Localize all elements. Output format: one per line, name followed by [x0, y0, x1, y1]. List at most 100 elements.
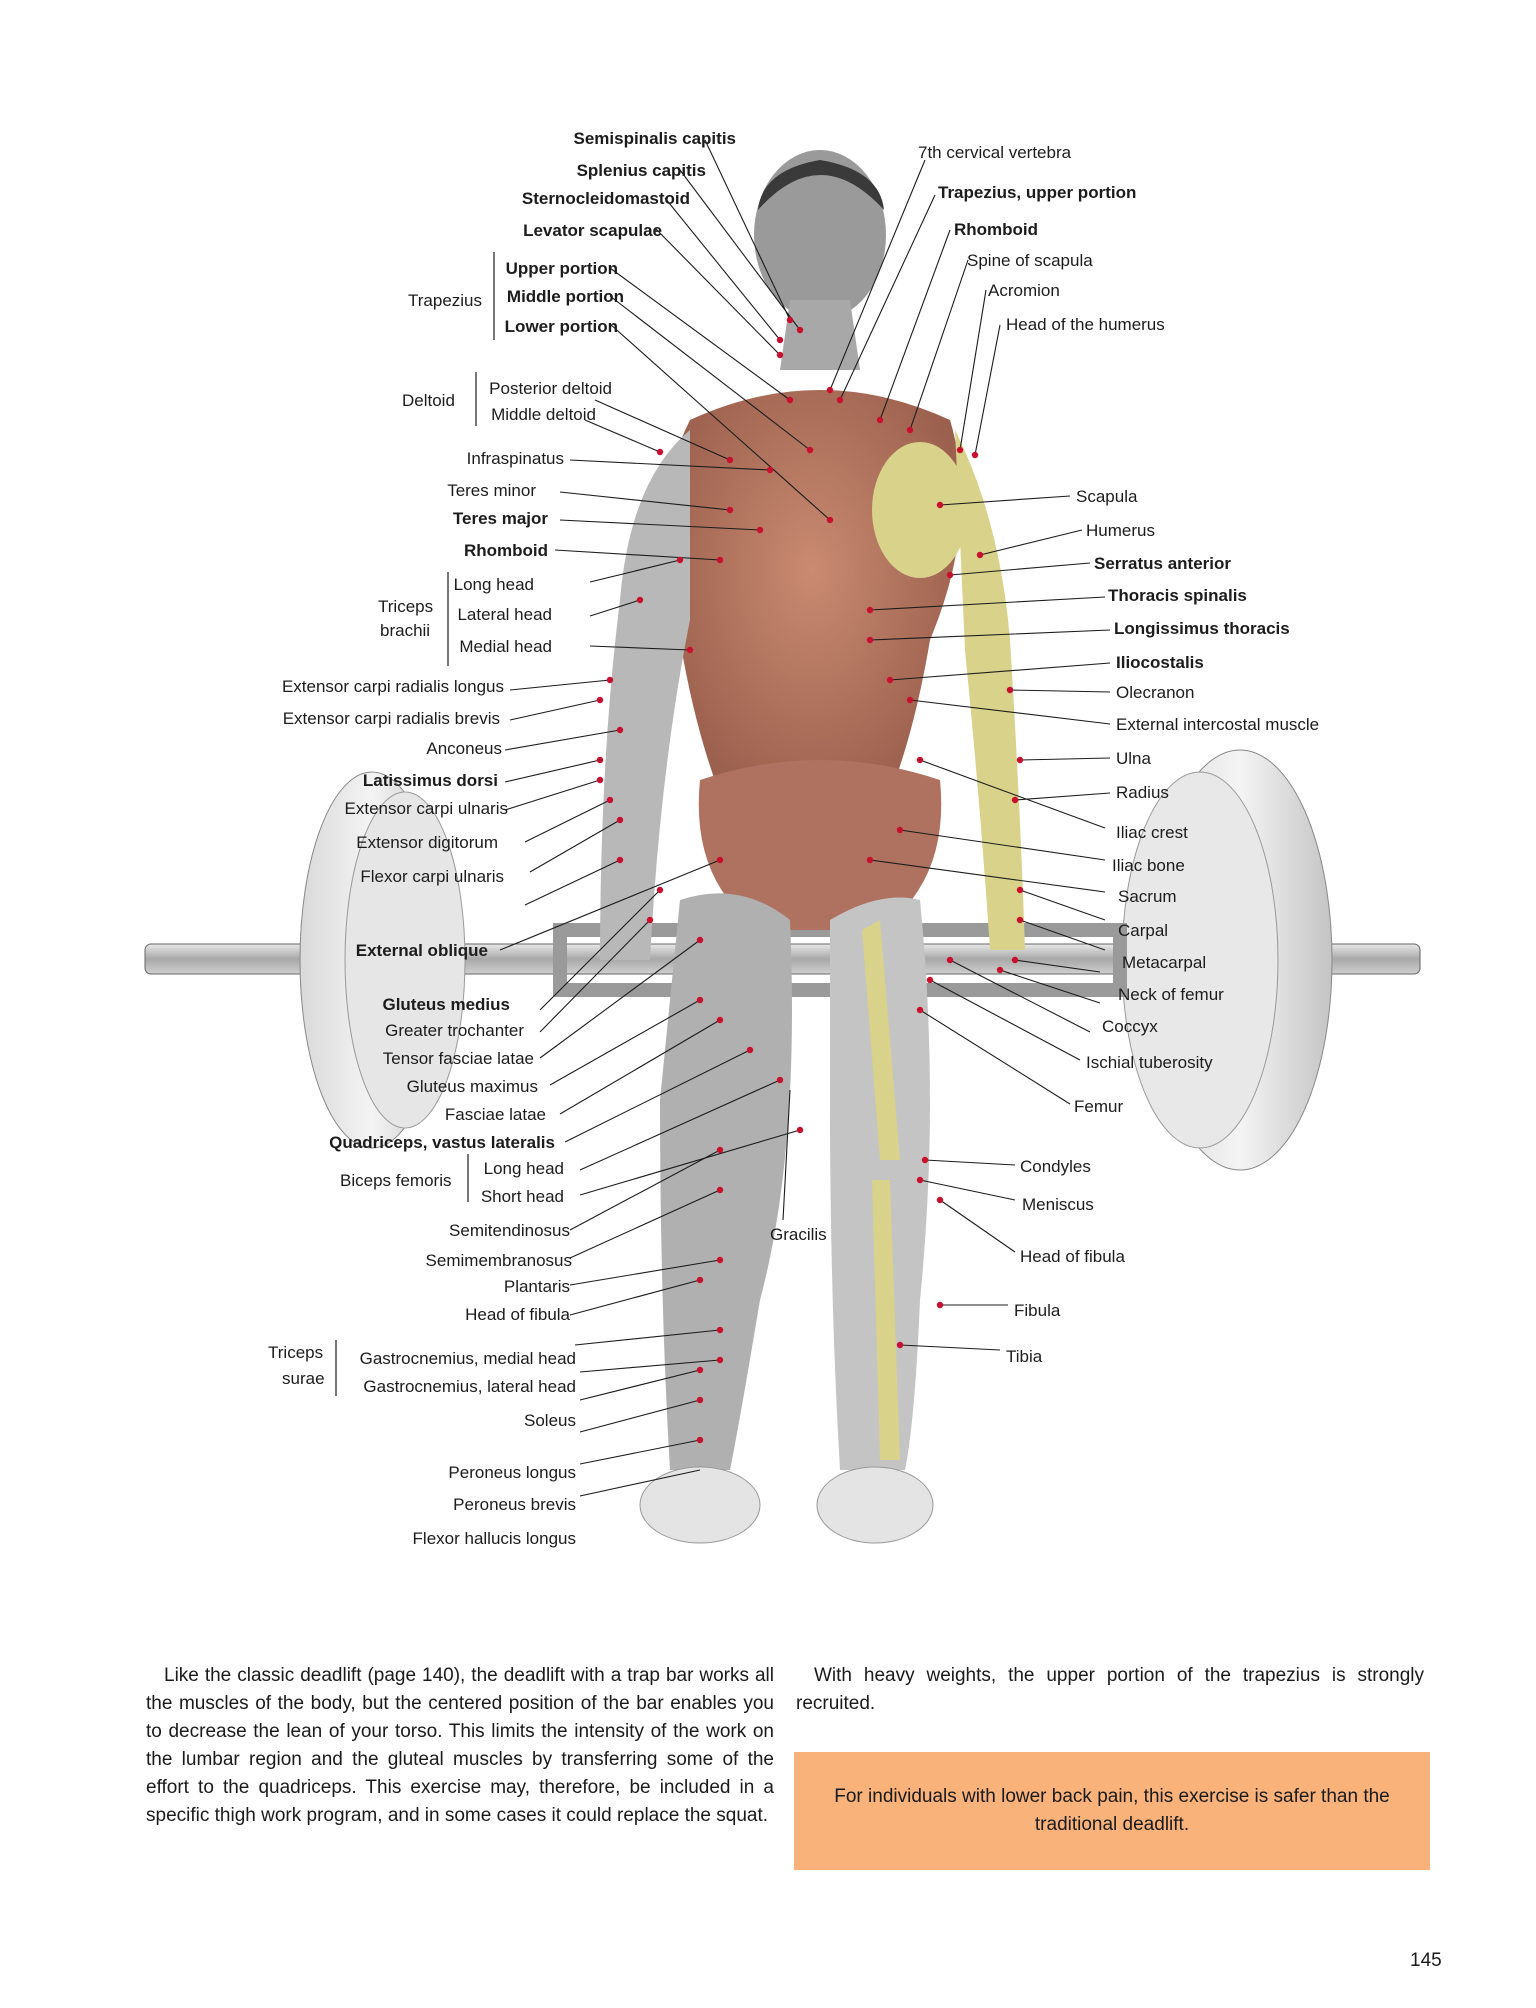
right-arm-bone	[955, 430, 1025, 950]
muscle-label: Fasciae latae	[445, 1105, 546, 1124]
group-label-triceps-brachii-1: Triceps	[378, 597, 433, 616]
note-box: For individuals with lower back pain, th…	[794, 1752, 1430, 1870]
anatomy-label: Spine of scapula	[967, 251, 1093, 270]
muscle-label: Middle deltoid	[491, 405, 596, 424]
muscle-label: Plantaris	[504, 1277, 570, 1296]
anatomy-label: Meniscus	[1022, 1195, 1094, 1214]
group-label-triceps-surae-2: surae	[282, 1369, 325, 1388]
anatomy-label: Acromion	[988, 281, 1060, 300]
body-text-left: Like the classic deadlift (page 140), th…	[146, 1662, 774, 1830]
barbell	[144, 749, 1421, 1171]
muscle-label: Semispinalis capitis	[573, 129, 736, 148]
page-number: 145	[1410, 1950, 1442, 1971]
muscle-label: Rhomboid	[464, 541, 548, 560]
muscle-label: Tensor fasciae latae	[383, 1049, 534, 1068]
muscle-label: Infraspinatus	[467, 449, 564, 468]
anatomy-label: Neck of femur	[1118, 985, 1224, 1004]
muscle-label: Extensor carpi ulnaris	[345, 799, 508, 818]
anatomy-label: Femur	[1074, 1097, 1123, 1116]
group-label-deltoid: Deltoid	[402, 391, 455, 410]
anatomy-label: Head of fibula	[1020, 1247, 1125, 1266]
leader-lines	[499, 139, 1111, 1497]
anatomy-label: 7th cervical vertebra	[918, 143, 1072, 162]
anatomy-label: Rhomboid	[954, 220, 1038, 239]
muscle-label: Anconeus	[426, 739, 502, 758]
muscle-label: Gastrocnemius, medial head	[360, 1349, 576, 1368]
muscle-label: Head of fibula	[465, 1305, 570, 1324]
muscle-label: Upper portion	[506, 259, 618, 278]
anatomy-label: Thoracis spinalis	[1108, 586, 1247, 605]
muscle-label: Teres minor	[447, 481, 536, 500]
muscle-label: Soleus	[524, 1411, 576, 1430]
muscle-label: Gluteus medius	[382, 995, 510, 1014]
muscle-label: Flexor hallucis longus	[413, 1529, 576, 1548]
group-label-triceps-surae-1: Triceps	[268, 1343, 323, 1362]
muscle-label: Lateral head	[457, 605, 552, 624]
anatomy-label: Carpal	[1118, 921, 1168, 940]
anatomy-label: Iliac bone	[1112, 856, 1185, 875]
muscle-label: Latissimus dorsi	[363, 771, 498, 790]
muscle-label: Extensor carpi radialis longus	[282, 677, 504, 696]
muscle-label: Semimembranosus	[426, 1251, 572, 1270]
muscle-label: Gastrocnemius, lateral head	[363, 1377, 576, 1396]
neck	[780, 300, 860, 370]
muscle-label: Flexor carpi ulnaris	[360, 867, 504, 886]
muscle-label: Long head	[484, 1159, 564, 1178]
pointer-dots	[596, 316, 1024, 1444]
muscle-label: Teres major	[453, 509, 549, 528]
anatomy-label: Humerus	[1086, 521, 1155, 540]
note-text: For individuals with lower back pain, th…	[834, 1786, 1390, 1835]
anatomy-label: Scapula	[1076, 487, 1138, 506]
anatomy-label: Sacrum	[1118, 887, 1177, 906]
muscle-label: Semitendinosus	[449, 1221, 570, 1240]
anatomy-label: External intercostal muscle	[1116, 715, 1319, 734]
right-paragraph: With heavy weights, the upper portion of…	[796, 1665, 1424, 1714]
anatomy-label: Iliac crest	[1116, 823, 1188, 842]
left-arm	[600, 430, 690, 960]
barbell-plate-left-inner	[344, 791, 466, 1129]
femur-bone	[862, 920, 900, 1160]
left-shoe	[639, 1466, 761, 1544]
muscle-label: Long head	[454, 575, 534, 594]
muscle-label: Middle portion	[507, 287, 624, 306]
trap-bar-frame	[553, 923, 1127, 997]
muscle-label: Levator scapulae	[523, 221, 662, 240]
anatomy-label: Longissimus thoracis	[1114, 619, 1290, 638]
group-label-triceps-brachii-2: brachii	[380, 621, 430, 640]
anatomy-label: Olecranon	[1116, 683, 1194, 702]
anatomy-label: Coccyx	[1102, 1017, 1158, 1036]
hair	[758, 160, 884, 210]
muscle-label: Greater trochanter	[385, 1021, 524, 1040]
head	[754, 150, 886, 320]
right-shoe	[816, 1466, 934, 1544]
left-paragraph: Like the classic deadlift (page 140), th…	[146, 1665, 774, 1826]
anatomy-label: Radius	[1116, 783, 1169, 802]
muscle-label: Peroneus brevis	[453, 1495, 576, 1514]
anatomy-label: Ulna	[1116, 749, 1152, 768]
anatomy-label: Serratus anterior	[1094, 554, 1231, 573]
muscle-label: Lower portion	[505, 317, 618, 336]
muscle-label: Gluteus maximus	[407, 1077, 538, 1096]
group-label-biceps-femoris: Biceps femoris	[340, 1171, 451, 1190]
anatomy-label: Fibula	[1014, 1301, 1061, 1320]
tibia-bone	[872, 1180, 900, 1460]
muscle-label: Sternocleidomastoid	[522, 189, 690, 208]
anatomy-label: Tibia	[1006, 1347, 1043, 1366]
muscle-label: Extensor carpi radialis brevis	[283, 709, 500, 728]
group-label-trapezius: Trapezius	[408, 291, 482, 310]
pelvis	[698, 760, 942, 930]
muscle-label: External oblique	[356, 941, 488, 960]
muscle-label: Short head	[481, 1187, 564, 1206]
muscle-label: Medial head	[459, 637, 552, 656]
muscle-label: Extensor digitorum	[356, 833, 498, 852]
group-brackets	[335, 252, 495, 1396]
anatomy-label: Iliocostalis	[1116, 653, 1204, 672]
body-figure	[600, 150, 1025, 1544]
muscle-label: Peroneus longus	[448, 1463, 576, 1482]
body-text-right: With heavy weights, the upper portion of…	[796, 1662, 1424, 1718]
muscle-label: Posterior deltoid	[489, 379, 612, 398]
muscle-label: Splenius capitis	[577, 161, 706, 180]
anatomy-label: Trapezius, upper portion	[938, 183, 1136, 202]
